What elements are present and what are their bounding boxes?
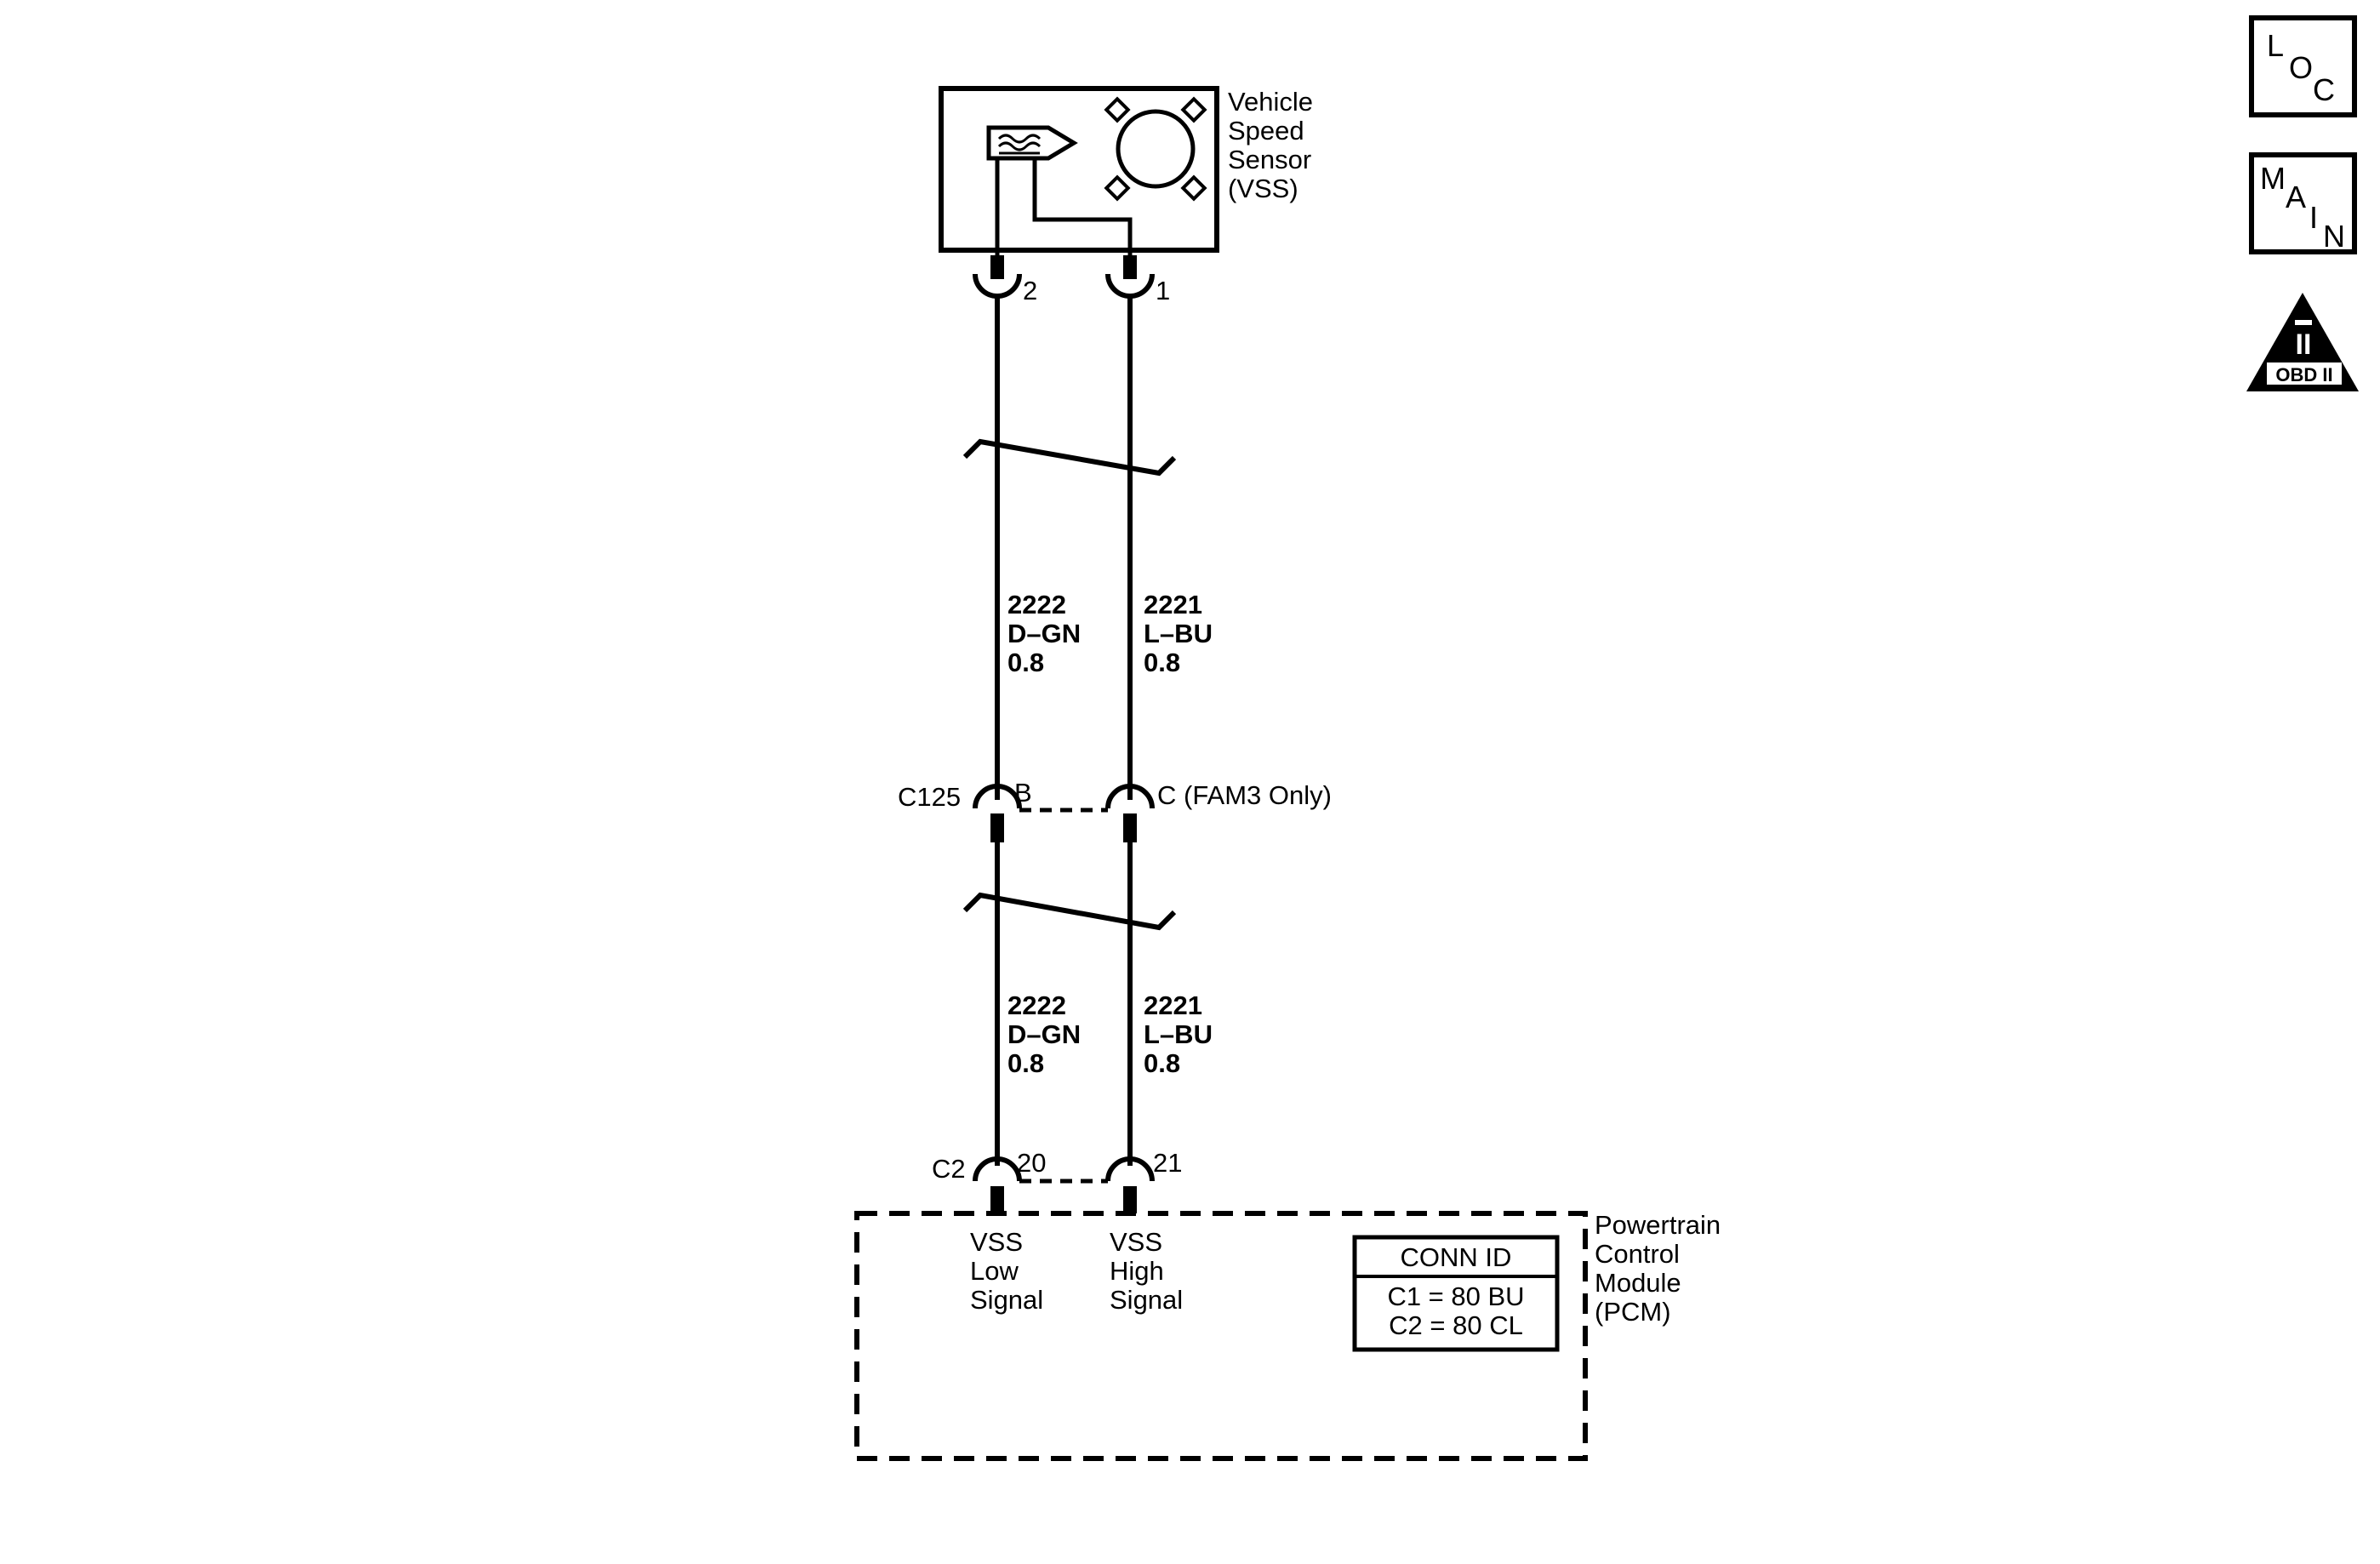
svg-text:C: C [2313, 72, 2335, 107]
vss-sensor: Vehicle Speed Sensor (VSS) [939, 86, 1313, 265]
svg-text:L: L [2267, 28, 2284, 63]
pcm-module: VSS Low Signal VSS High Signal CONN ID C… [854, 1210, 1721, 1461]
svg-text:N: N [2323, 219, 2345, 254]
c125-pin-c: C (FAM3 Only) [1157, 780, 1332, 810]
main-icon[interactable]: M A I N [2249, 152, 2357, 254]
wire-upper-left-circuit: 2222 [1007, 590, 1066, 619]
vss-sensor-box [939, 86, 1219, 253]
pcm-signal-high-line-1: VSS [1110, 1227, 1162, 1257]
pcm-label-line-2: Control [1595, 1239, 1680, 1269]
wire-upper-right-color: L–BU [1144, 619, 1213, 648]
pcm-label-line-3: Module [1595, 1268, 1681, 1298]
wire-lower-right-gauge: 0.8 [1144, 1048, 1180, 1078]
pcm-signal-high-line-3: Signal [1110, 1285, 1183, 1315]
pcm-box [854, 1211, 1588, 1461]
sensor-label-line-3: Sensor [1228, 145, 1311, 174]
conn-id-title: CONN ID [1401, 1242, 1512, 1272]
wire-lower-left-gauge: 0.8 [1007, 1048, 1044, 1078]
c2-pin-20: 20 [1017, 1148, 1046, 1178]
obd-numeral: II [2296, 328, 2312, 361]
svg-text:A: A [2286, 180, 2306, 214]
loc-icon[interactable]: L O C [2249, 15, 2357, 117]
wires-lower: 2222 D–GN 0.8 2221 L–BU 0.8 [962, 842, 1213, 1166]
wire-upper-left-color: D–GN [1007, 619, 1081, 648]
wire-lower-left-color: D–GN [1007, 1019, 1081, 1049]
harness-break-lower [962, 892, 1177, 931]
wire-upper-right-circuit: 2221 [1144, 590, 1202, 619]
svg-text:M: M [2260, 161, 2286, 196]
harness-break-upper [962, 438, 1177, 477]
wires-upper: 2222 D–GN 0.8 2221 L–BU 0.8 [962, 296, 1213, 800]
sensor-label-line-2: Speed [1228, 116, 1304, 146]
pcm-label-line-1: Powertrain [1595, 1210, 1721, 1240]
connector-c2: C2 20 21 [932, 1148, 1182, 1213]
sensor-label-line-4: (VSS) [1228, 174, 1298, 203]
sensor-label-line-1: Vehicle [1228, 87, 1313, 117]
c125-pin-b: B [1014, 778, 1032, 808]
pcm-label-line-4: (PCM) [1595, 1297, 1671, 1327]
c2-pin-21: 21 [1153, 1148, 1182, 1178]
svg-text:O: O [2289, 50, 2313, 85]
c2-label: C2 [932, 1154, 966, 1184]
conn-id-table: CONN ID C1 = 80 BU C2 = 80 CL [1352, 1235, 1560, 1352]
wire-lower-left-circuit: 2222 [1007, 990, 1066, 1020]
sensor-pin-2: 2 [1023, 276, 1037, 305]
conn-id-row-c1: C1 = 80 BU [1387, 1281, 1524, 1311]
obd-ii-icon[interactable]: II OBD II [2246, 293, 2359, 391]
svg-text:I: I [2309, 200, 2318, 235]
reluctor-wheel-icon [1104, 96, 1207, 202]
wire-upper-right-gauge: 0.8 [1144, 648, 1180, 677]
wire-lower-right-color: L–BU [1144, 1019, 1213, 1049]
c125-label: C125 [898, 782, 961, 812]
sensor-pin-1: 1 [1156, 276, 1170, 305]
pcm-signal-low-line-1: VSS [970, 1227, 1023, 1257]
wire-upper-left-gauge: 0.8 [1007, 648, 1044, 677]
pcm-signal-high-line-2: High [1110, 1256, 1164, 1286]
sensor-probe-icon [986, 125, 1078, 161]
pcm-signal-low-line-2: Low [970, 1256, 1019, 1286]
obd-label: OBD II [2275, 364, 2332, 385]
conn-id-row-c2: C2 = 80 CL [1389, 1310, 1523, 1340]
sensor-connector: 2 1 [973, 255, 1170, 305]
connector-c125: C125 B C (FAM3 Only) [898, 778, 1332, 842]
pcm-signal-low-line-3: Signal [970, 1285, 1043, 1315]
wire-lower-right-circuit: 2221 [1144, 990, 1202, 1020]
